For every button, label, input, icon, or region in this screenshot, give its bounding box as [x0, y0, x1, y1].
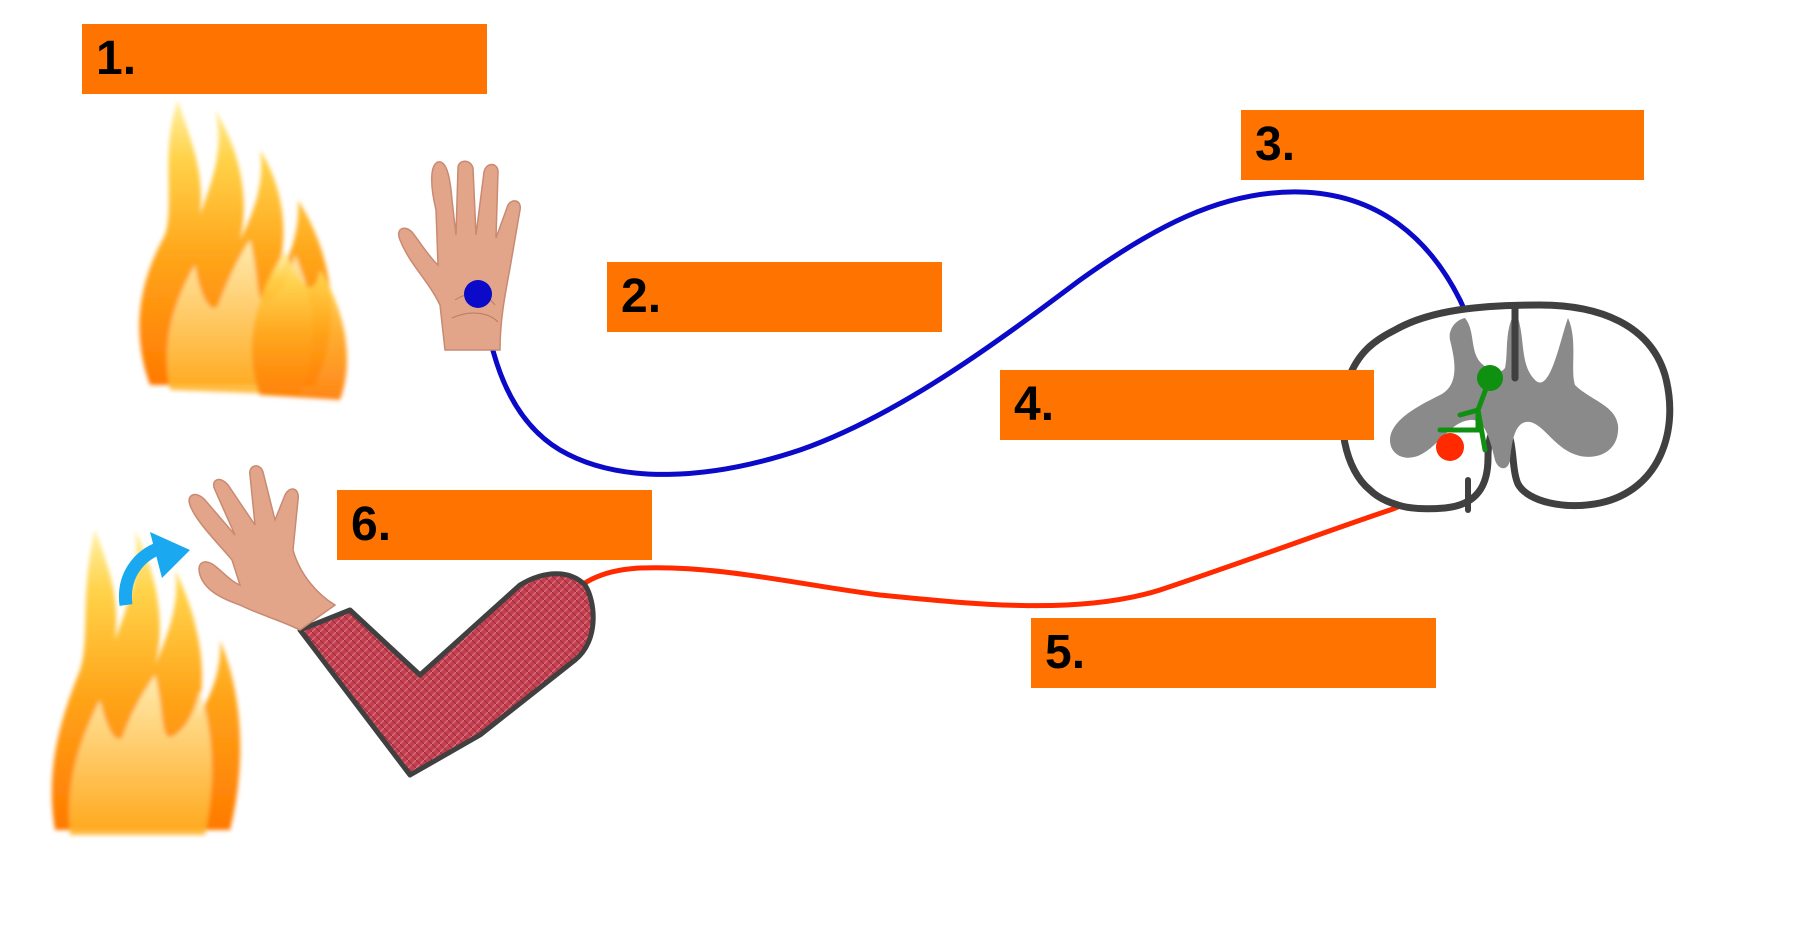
label-4: 4.: [1014, 378, 1055, 431]
label-2: 2.: [621, 270, 662, 323]
label-1: 1.: [96, 32, 137, 85]
arm-muscle-icon: [297, 571, 596, 778]
sensory-receptor: [464, 280, 492, 308]
label-box-5: 5.: [1031, 618, 1436, 688]
spinal-cord-cross-section-icon: [1338, 301, 1674, 513]
hand-icon: [398, 160, 521, 351]
label-box-3: 3.: [1241, 110, 1644, 180]
hand-icon: [188, 465, 337, 631]
label-box-1: 1.: [82, 24, 487, 94]
label-box-4: 4.: [1000, 370, 1374, 440]
flame-icon: [51, 530, 241, 835]
label-5: 5.: [1045, 626, 1086, 679]
label-box-2: 2.: [607, 262, 942, 332]
label-3: 3.: [1255, 118, 1296, 171]
interneuron: [1437, 365, 1503, 453]
label-6: 6.: [351, 498, 392, 551]
curved-arrow-icon: [118, 532, 190, 606]
flame-icon: [139, 100, 348, 400]
motor-neuron-cell-body: [1436, 433, 1464, 461]
label-box-6: 6.: [337, 490, 652, 560]
